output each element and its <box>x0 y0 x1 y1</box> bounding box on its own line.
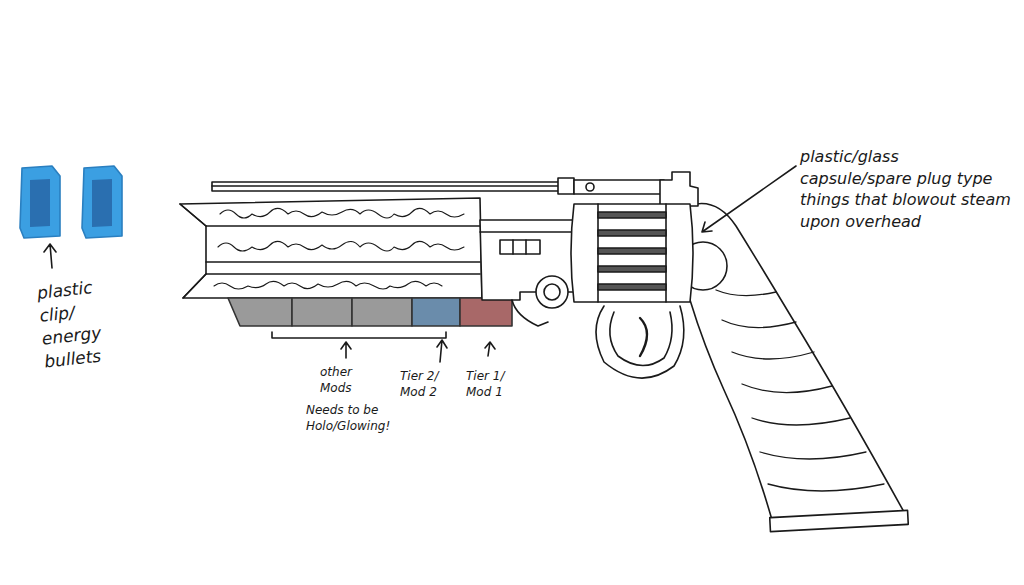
annotation-label: Tier 1/ Mod 1 <box>466 368 528 400</box>
mod-bands <box>228 298 512 326</box>
annotation-label: plastic/glass capsule/spare plug type th… <box>800 146 1012 232</box>
annotation-label: Needs to be Holo/Glowing! <box>306 402 426 434</box>
annotation-label: other Mods <box>320 364 382 396</box>
leader-arrow <box>44 244 56 268</box>
energy-clip <box>20 166 122 238</box>
bracket <box>272 332 446 338</box>
annotation-label: plastic clip/ energy bullets <box>36 274 125 374</box>
leader-arrow <box>702 166 796 232</box>
annotation-label: Tier 2/ Mod 2 <box>400 368 456 400</box>
